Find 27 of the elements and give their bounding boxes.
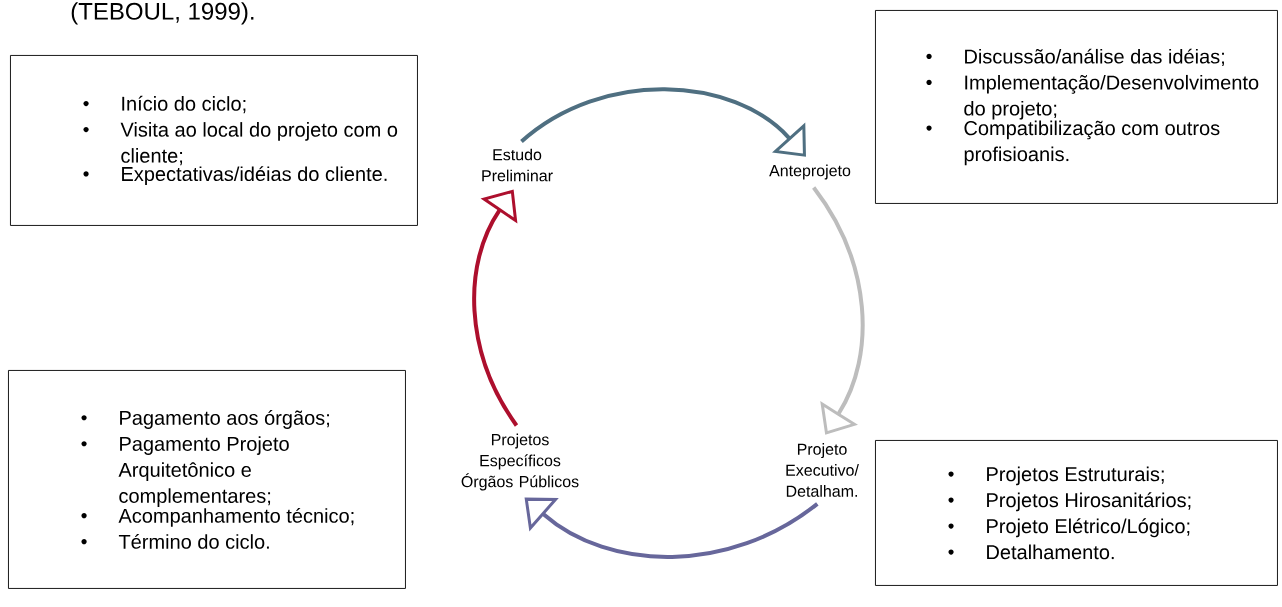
stage-label: Estudo Preliminar <box>482 148 553 182</box>
list-item: Visita ao local do projeto com o cliente; <box>120 122 398 166</box>
text-box <box>8 370 406 589</box>
list-item: Término do ciclo. <box>118 533 269 549</box>
list-item: Implementação/Desenvolvimento do projeto; <box>964 74 1259 120</box>
stage-label: Anteprojeto <box>769 164 851 180</box>
curved-arrow <box>520 87 806 157</box>
list-item: Projetos Hirosanitários; <box>987 492 1191 512</box>
list-item: Discussão/análise das idéias; <box>965 48 1224 66</box>
stage-label: Projeto Executivo/ Detalham. <box>786 443 859 497</box>
curved-arrow <box>472 189 519 427</box>
list-item: Compatibilização com outros profisioanis. <box>964 120 1220 166</box>
text-box <box>875 440 1278 586</box>
list-item: Início do ciclo; <box>122 95 246 114</box>
list-item: Projetos Estruturais; <box>987 466 1164 486</box>
list-item: Detalhamento. <box>987 544 1114 560</box>
list-item: Acompanhamento técnico; <box>118 507 354 527</box>
list-item: Expectativas/idéias do cliente. <box>122 166 387 186</box>
citation: (TEBOUL, 1999). <box>71 2 254 25</box>
curved-arrow <box>812 186 865 435</box>
stage-label: Projetos Específicos Órgãos Públicos <box>461 433 579 491</box>
list-item: Pagamento aos órgãos; <box>120 410 329 429</box>
list-item: Pagamento Projeto Arquitetônico e complementares; <box>118 436 289 507</box>
list-item: Projeto Elétrico/Lógico; <box>987 518 1190 538</box>
text-box <box>875 10 1278 204</box>
curved-arrow <box>524 497 819 559</box>
text-box <box>10 55 418 226</box>
